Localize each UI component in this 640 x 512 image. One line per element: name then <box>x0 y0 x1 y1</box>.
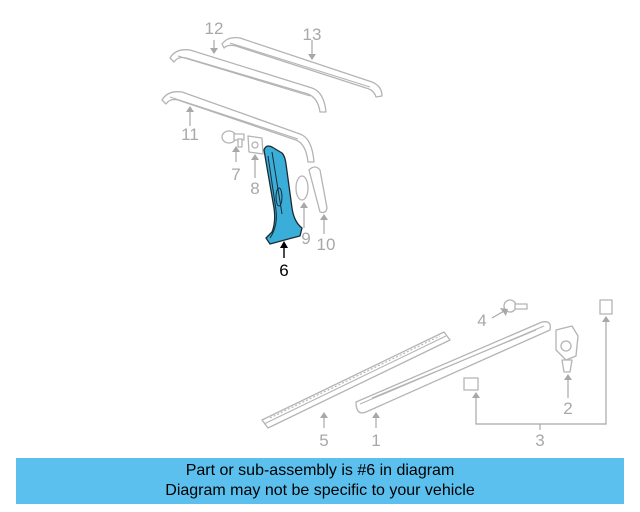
part-13-roof-rail <box>221 36 383 98</box>
part-9-plug <box>295 175 309 201</box>
callout-7: 7 <box>231 165 240 184</box>
part-7-clip <box>221 130 245 148</box>
part-12-roof-rail <box>169 49 327 113</box>
part-1-rocker-molding <box>355 321 551 414</box>
parts-diagram: 12 13 11 7 8 9 10 6 4 5 1 2 3 <box>161 19 613 450</box>
callout-1: 1 <box>371 431 380 450</box>
info-banner: Part or sub-assembly is #6 in diagram Di… <box>16 458 624 504</box>
part-3-clip-a <box>463 377 479 391</box>
callout-6: 6 <box>279 261 288 280</box>
callout-10: 10 <box>317 235 336 254</box>
callout-4: 4 <box>477 311 486 330</box>
leader-lines <box>186 40 610 430</box>
callout-9: 9 <box>301 229 310 248</box>
part-3-clip-b <box>599 299 613 315</box>
banner-line-2: Diagram may not be specific to your vehi… <box>165 482 475 499</box>
part-6-pillar-trim <box>263 145 303 245</box>
callout-11: 11 <box>181 125 199 144</box>
part-5-sill-plate <box>261 331 451 429</box>
part-8-retainer <box>247 135 264 155</box>
banner-line-1: Part or sub-assembly is #6 in diagram <box>185 462 455 479</box>
callout-3: 3 <box>535 431 544 450</box>
callout-2: 2 <box>563 399 572 418</box>
part-11-roof-rail <box>161 91 315 163</box>
callout-12: 12 <box>205 19 224 38</box>
part-10-strip <box>308 166 328 214</box>
callout-5: 5 <box>319 431 328 450</box>
callout-13: 13 <box>303 25 322 44</box>
part-2-clip <box>555 325 579 373</box>
callout-8: 8 <box>250 179 259 198</box>
